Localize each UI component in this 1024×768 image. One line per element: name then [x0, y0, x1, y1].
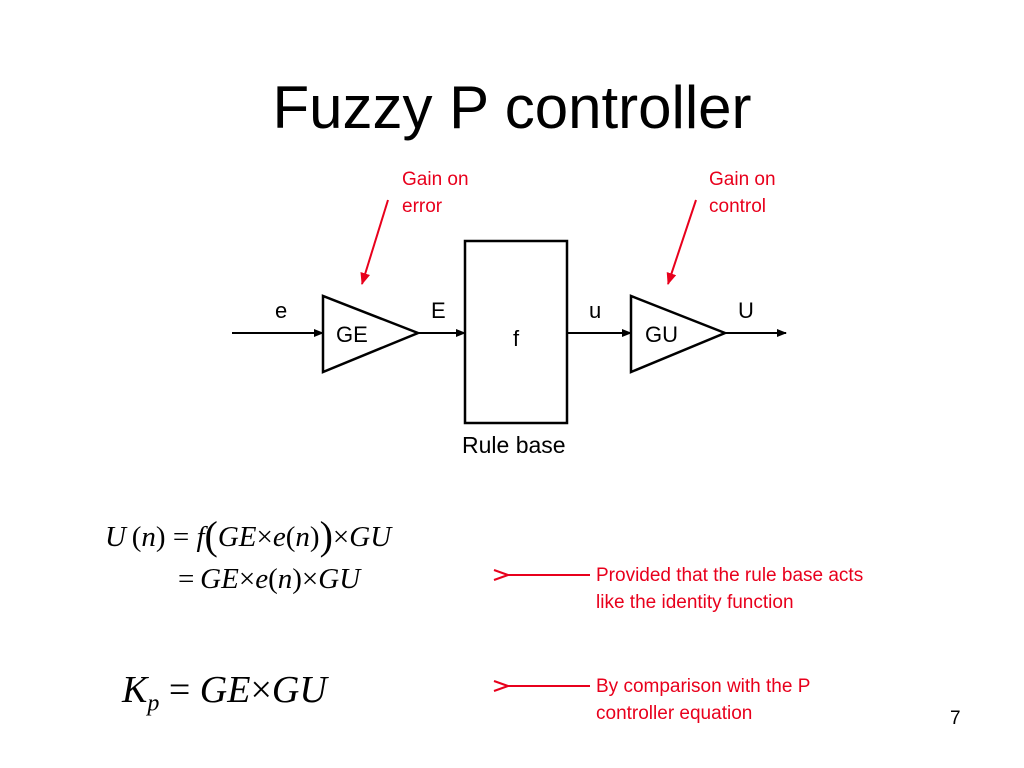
- eq2-e: e: [255, 563, 269, 595]
- eq2-ge: GE: [200, 563, 239, 595]
- identity-note-line-2: like the identity function: [596, 592, 794, 613]
- control-signal-label: u: [589, 298, 602, 323]
- comparison-note: By comparison with the P controller equa…: [596, 673, 810, 727]
- gu-gain-block: [629, 294, 729, 374]
- rule-base-caption: Rule base: [462, 432, 566, 458]
- scaled-error-label: E: [431, 298, 446, 323]
- eq2-gu: GU: [318, 563, 361, 595]
- input-signal-label: e: [275, 298, 288, 323]
- gu-block-label: GU: [645, 322, 678, 347]
- rule-block-label: f: [513, 326, 520, 351]
- eq1-lhs: U: [105, 521, 126, 553]
- rule-base-block: [463, 239, 569, 425]
- eq3-subscript: p: [147, 690, 160, 717]
- eq2-n: n: [277, 563, 293, 595]
- eq3-gu: GU: [271, 669, 327, 711]
- eq3-ge: GE: [199, 669, 251, 711]
- ge-block-label: GE: [336, 322, 368, 347]
- page-number: 7: [950, 708, 961, 729]
- eq1-n: n: [141, 521, 156, 553]
- gain-on-error-arrow: [360, 199, 389, 285]
- eq1-ge: GE: [217, 521, 257, 553]
- equation-2: = GE×e(n)×GU: [178, 563, 361, 595]
- output-signal-label: U: [738, 298, 754, 323]
- eq1-e: e: [272, 521, 286, 553]
- ge-gain-block: [321, 294, 422, 374]
- gain-on-control-label: Gain on control: [709, 166, 776, 220]
- eq1-f: f: [196, 521, 205, 553]
- comparison-note-line-1: By comparison with the P: [596, 676, 811, 697]
- comparison-note-line-2: controller equation: [596, 703, 753, 724]
- identity-note: Provided that the rule base acts like th…: [596, 562, 863, 616]
- equation-1: U (n) = f(GE×e(n))×GU: [105, 513, 392, 558]
- gain-on-control-line-1: Gain on: [709, 169, 776, 190]
- equation-3: Kp = GE×GU: [122, 669, 327, 717]
- identity-note-line-1: Provided that the rule base acts: [596, 565, 864, 586]
- eq1-gu: GU: [349, 521, 392, 553]
- gain-on-control-arrow: [666, 199, 697, 285]
- gain-on-error-label: Gain on error: [402, 166, 469, 220]
- eq3-k: K: [122, 669, 148, 711]
- eq1-n-2: n: [295, 521, 310, 553]
- gain-on-control-line-2: control: [709, 196, 767, 217]
- slide-title: Fuzzy P controller: [272, 74, 752, 141]
- gain-on-error-line-2: error: [402, 196, 443, 217]
- gain-on-error-line-1: Gain on: [402, 169, 469, 190]
